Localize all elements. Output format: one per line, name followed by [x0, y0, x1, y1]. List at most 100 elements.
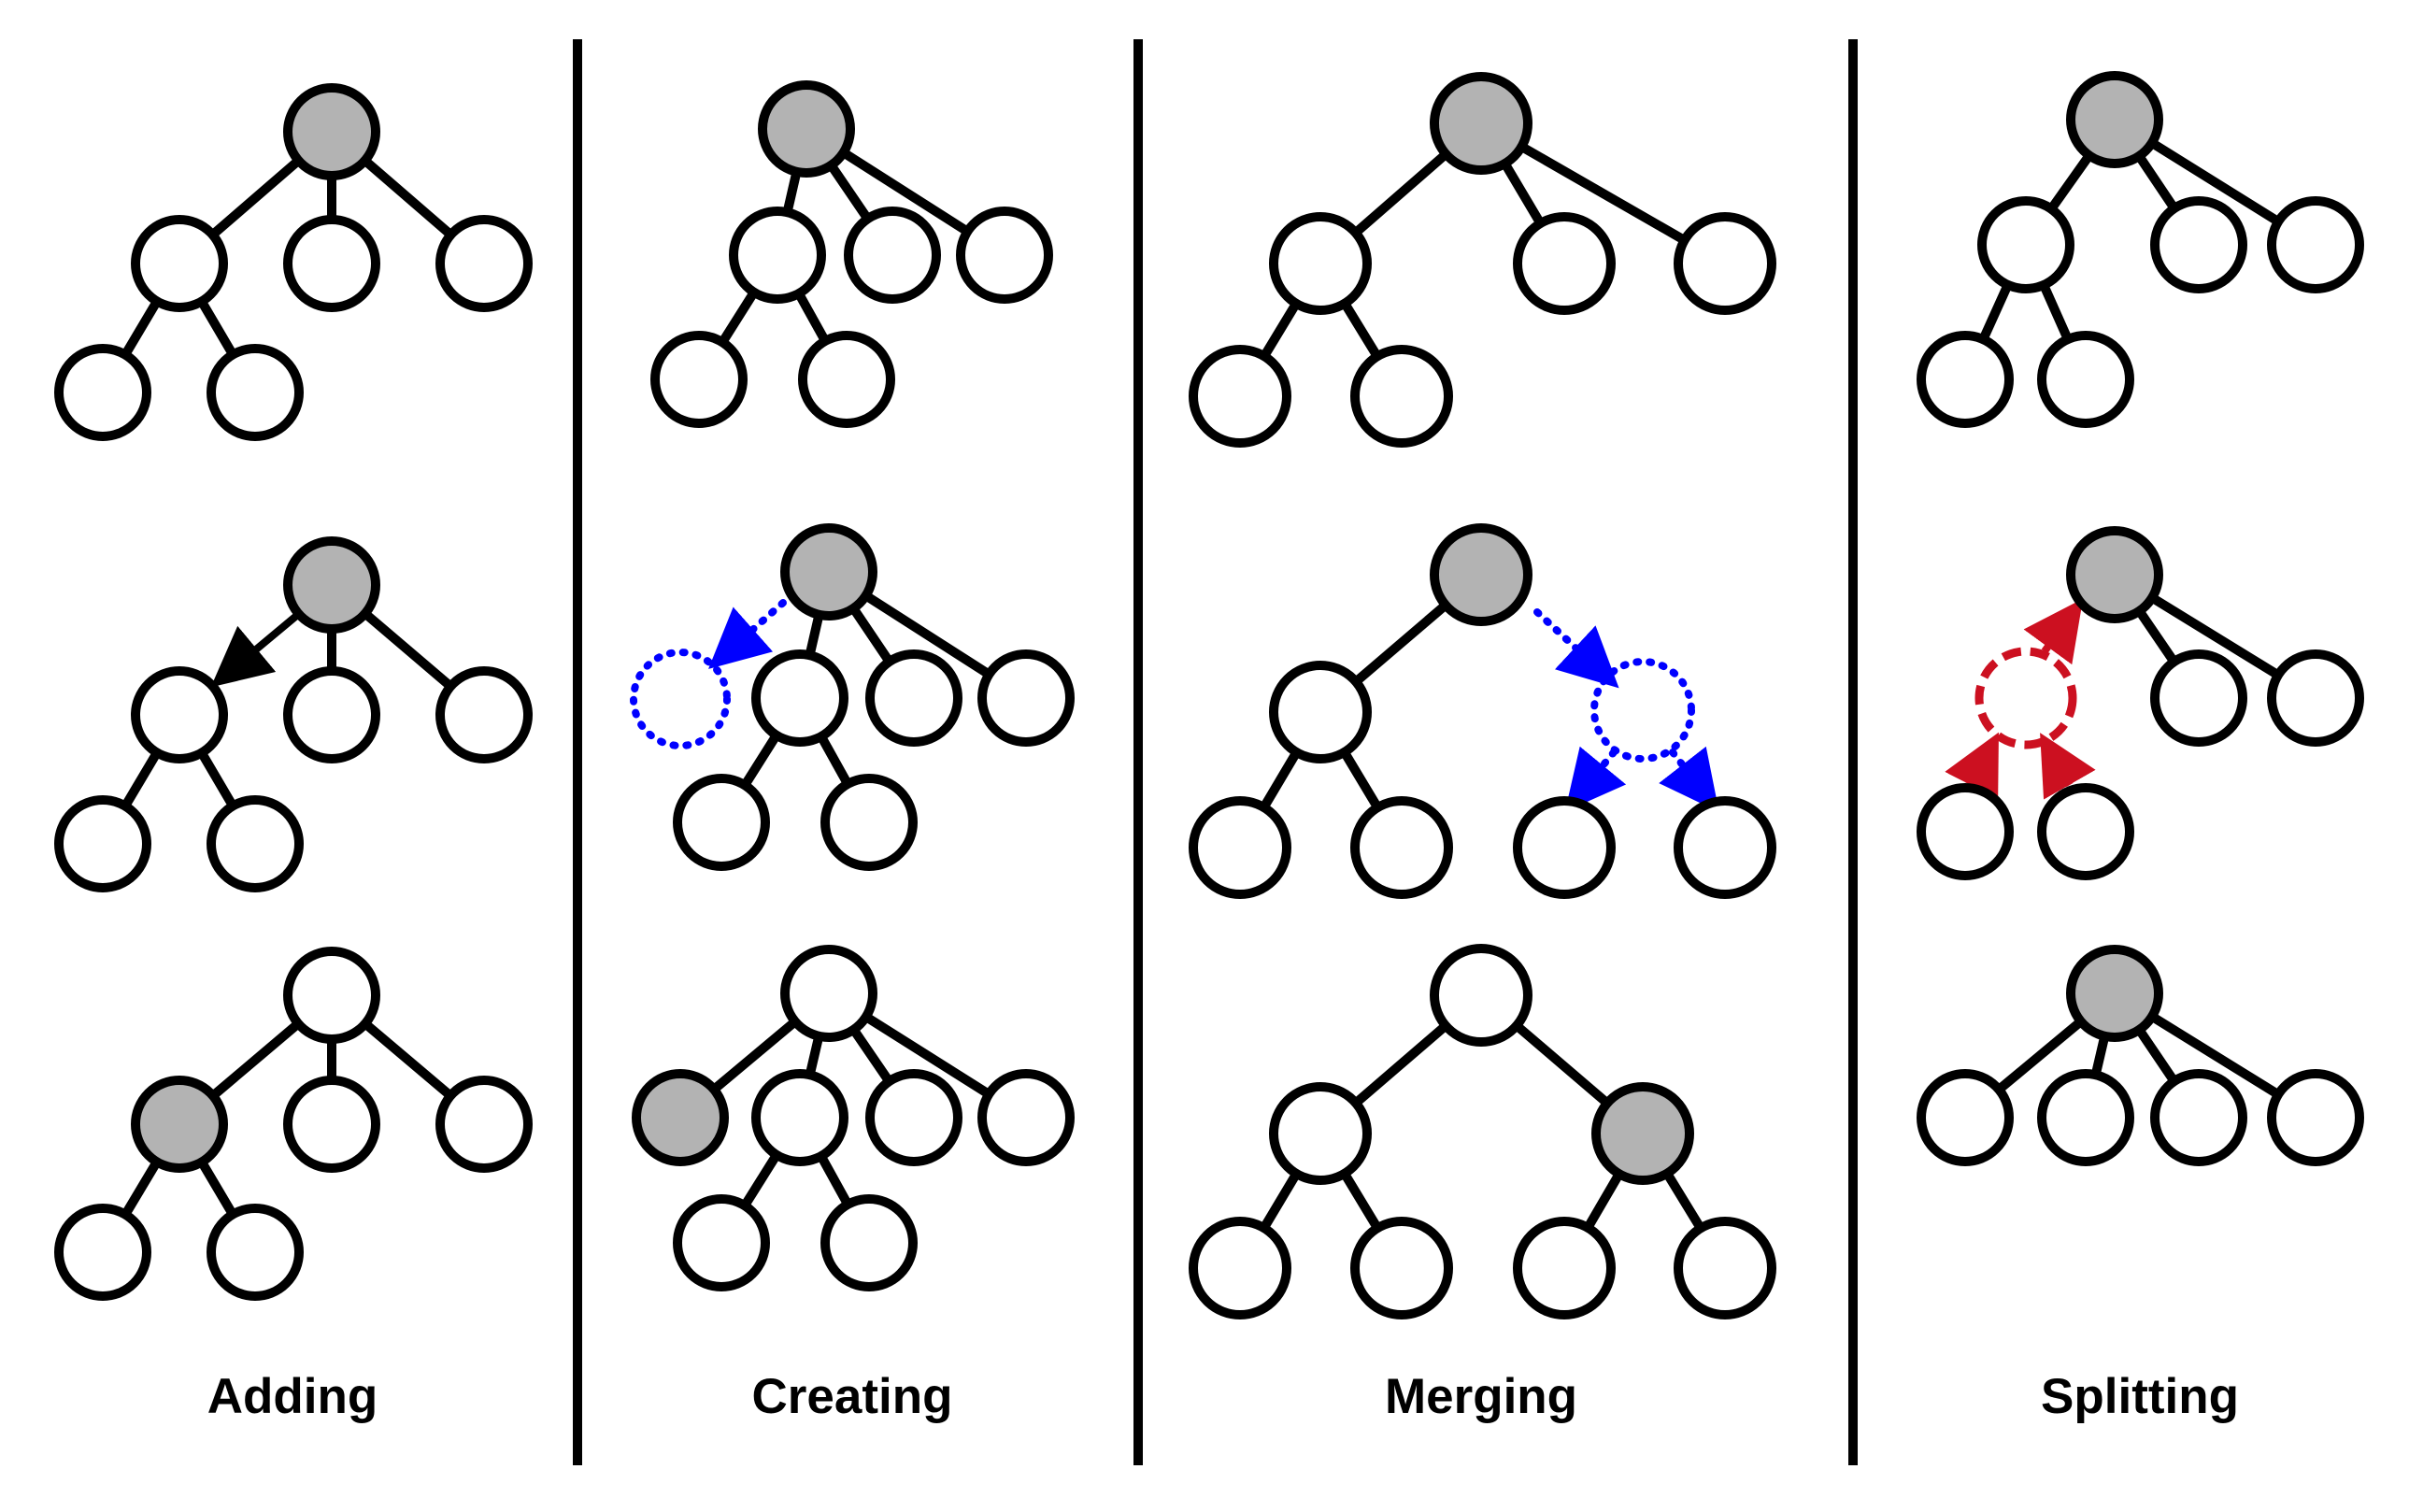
tree-node-highlighted	[758, 80, 855, 178]
tree-node	[673, 774, 770, 871]
tree-node	[283, 215, 380, 312]
tree-node	[1189, 796, 1291, 899]
tree-node	[865, 1069, 962, 1166]
tree-node	[2267, 649, 2364, 747]
tree-node	[283, 1076, 380, 1173]
tree-node	[1513, 796, 1616, 899]
tree-node	[977, 1069, 1075, 1166]
tree-node	[1189, 345, 1291, 448]
tree-node	[54, 795, 151, 892]
tree-node	[207, 1204, 304, 1301]
merge-arrow-left	[1564, 746, 1627, 812]
merging-tree-step	[1189, 523, 1776, 899]
merge-arrow-right	[1659, 746, 1719, 812]
tree-node	[2150, 649, 2247, 747]
separators	[573, 39, 1858, 1465]
merging-tree-after	[1189, 944, 1776, 1319]
tree-node	[1350, 796, 1453, 899]
split-node-placeholder	[1974, 647, 2077, 749]
tree-node-highlighted	[2066, 945, 2163, 1042]
creating-tree-step	[630, 523, 1075, 871]
splitting-tree-step	[1917, 526, 2364, 880]
splitting-tree-after	[1917, 945, 2364, 1166]
tree-node	[844, 207, 941, 304]
insert-arrow	[210, 608, 304, 688]
tree-node	[1917, 331, 2014, 428]
merging-tree-before	[1189, 72, 1776, 448]
tree-node	[1269, 661, 1372, 763]
merge-arrow-parent	[1533, 608, 1619, 689]
tree-node	[2267, 1069, 2364, 1166]
tree-node	[865, 649, 962, 747]
splitting-tree-before	[1917, 71, 2364, 428]
tree-node	[1430, 944, 1532, 1047]
tree-node	[131, 215, 228, 312]
tree-node	[751, 1069, 848, 1166]
panel-label-adding: Adding	[207, 1369, 378, 1424]
tree-node	[798, 331, 895, 428]
tree-node	[820, 774, 918, 871]
tree-node-highlighted	[1430, 72, 1532, 175]
adding-tree-after	[54, 947, 533, 1301]
split-arrow-parent	[2023, 598, 2084, 665]
creating-tree-after	[632, 945, 1075, 1291]
adding-tree-step	[54, 536, 533, 892]
tree-node	[1674, 212, 1776, 315]
tree-node	[1513, 212, 1616, 315]
tree-node	[729, 207, 826, 304]
tree-node	[673, 1194, 770, 1291]
split-arrow-left	[1945, 732, 1999, 800]
tree-node	[54, 344, 151, 441]
tree-node	[2037, 783, 2134, 880]
tree-node-highlighted	[1430, 523, 1532, 626]
tree-node	[1977, 196, 2074, 293]
tree-node	[2267, 196, 2364, 293]
tree-node	[1674, 796, 1776, 899]
panel-splitting: Splitting	[1917, 71, 2364, 1424]
tree-node	[435, 215, 533, 312]
panel-merging: Merging	[1189, 72, 1776, 1424]
tree-node	[283, 947, 380, 1044]
tree-node-highlighted	[2066, 526, 2163, 623]
tree-node	[283, 666, 380, 763]
tree-node	[435, 1076, 533, 1173]
tree-node	[1917, 1069, 2014, 1166]
tree-node	[1513, 1217, 1616, 1319]
tree-node-highlighted	[632, 1069, 729, 1166]
tree-node	[2037, 331, 2134, 428]
tree-node	[131, 666, 228, 763]
adding-tree-before	[54, 83, 533, 441]
tree-node	[1269, 1082, 1372, 1185]
tree-node	[1674, 1217, 1776, 1319]
tree-node	[207, 344, 304, 441]
tree-node	[1189, 1217, 1291, 1319]
tree-node-highlighted	[283, 536, 380, 634]
tree-node	[54, 1204, 151, 1301]
tree-node	[1269, 212, 1372, 315]
tree-node-highlighted	[780, 523, 877, 620]
new-node-placeholder	[630, 649, 731, 749]
tree-node	[650, 331, 748, 428]
panel-adding: Adding	[54, 83, 533, 1424]
panel-label-merging: Merging	[1385, 1369, 1577, 1424]
tree-node	[780, 945, 877, 1042]
merge-node-placeholder	[1590, 658, 1695, 763]
creating-tree-before	[650, 80, 1053, 428]
tree-node	[2150, 1069, 2247, 1166]
tree-node	[1350, 345, 1453, 448]
tree-node	[956, 207, 1053, 304]
tree-node	[751, 649, 848, 747]
tree-node	[207, 795, 304, 892]
panel-creating: Creating	[630, 80, 1075, 1424]
tree-node-highlighted	[131, 1076, 228, 1173]
tree-node	[1350, 1217, 1453, 1319]
tree-node	[1917, 783, 2014, 880]
tree-node	[2150, 196, 2247, 293]
tree-node-highlighted	[283, 83, 380, 180]
create-arrow	[708, 599, 787, 669]
tree-node	[435, 666, 533, 763]
panel-label-splitting: Splitting	[2041, 1369, 2239, 1424]
tree-node-highlighted	[1591, 1082, 1694, 1185]
tree-node	[820, 1194, 918, 1291]
